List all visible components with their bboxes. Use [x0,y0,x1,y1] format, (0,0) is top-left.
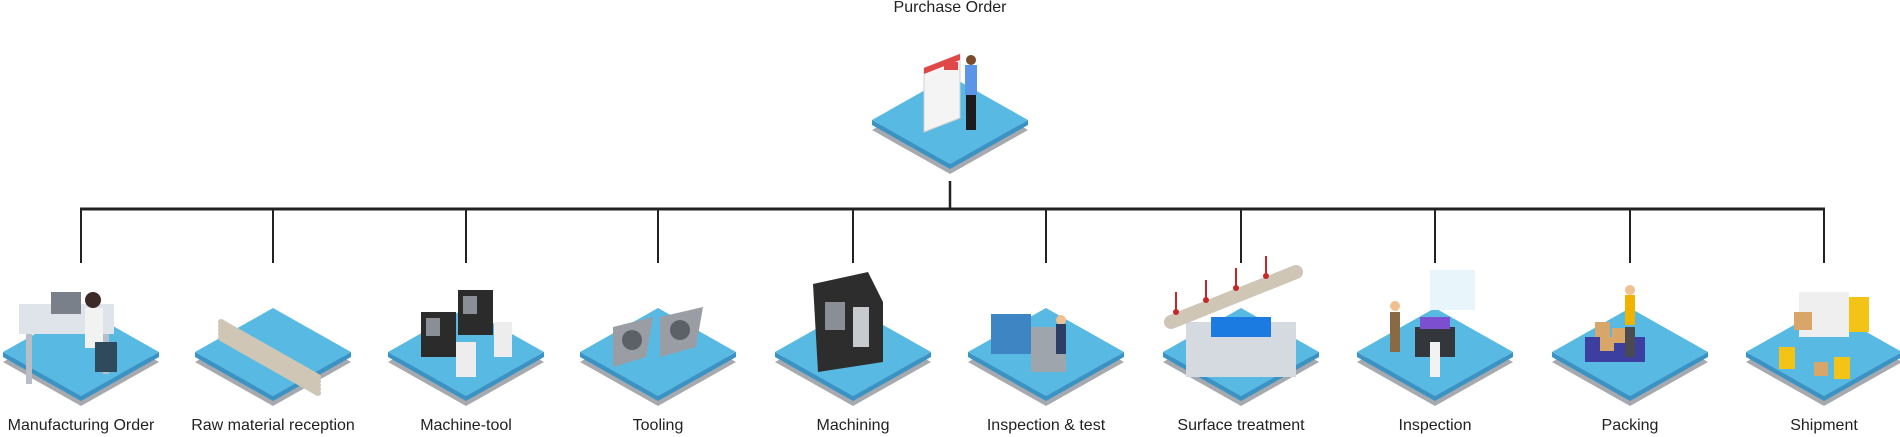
step-platform [968,308,1124,406]
step-platform [3,292,159,406]
step-platform [1357,270,1513,406]
step-label: Raw material reception [191,417,355,434]
step-platform [195,308,351,406]
step-platform [775,272,931,406]
step-platform [388,290,544,406]
step-label: Shipment [1790,417,1858,434]
cutting-inserts-icon [613,307,703,367]
packing-worker-boxes-icon [1585,285,1645,362]
xray-scanner-icon [991,314,1066,372]
step-platform [1746,292,1900,406]
metal-bars-icon [218,319,321,396]
step-label: Manufacturing Order [7,417,155,434]
office-desk-worker-icon [19,292,117,384]
person-reviewing-order-icon [923,53,977,133]
step-label: Inspection [1398,417,1472,434]
root-platform [872,53,1028,174]
truck-forklift-icon [1779,292,1869,379]
treatment-bath-crane-icon [1164,256,1303,377]
step-label: Tooling [632,417,684,434]
step-label: Machining [816,417,890,434]
step-platform [1163,256,1319,406]
root-node-label: Purchase Order [893,0,1007,16]
machining-center-icon [813,272,883,372]
step-label: Inspection & test [986,417,1106,434]
step-label: Machine-tool [420,417,512,434]
inspectors-control-panel-icon [1390,270,1475,377]
step-label: Surface treatment [1177,417,1305,434]
step-label: Packing [1601,417,1659,434]
step-platform [580,307,736,406]
cnc-machines-icon [421,290,512,377]
step-platform [1552,285,1708,406]
connector-lines [80,181,1825,263]
